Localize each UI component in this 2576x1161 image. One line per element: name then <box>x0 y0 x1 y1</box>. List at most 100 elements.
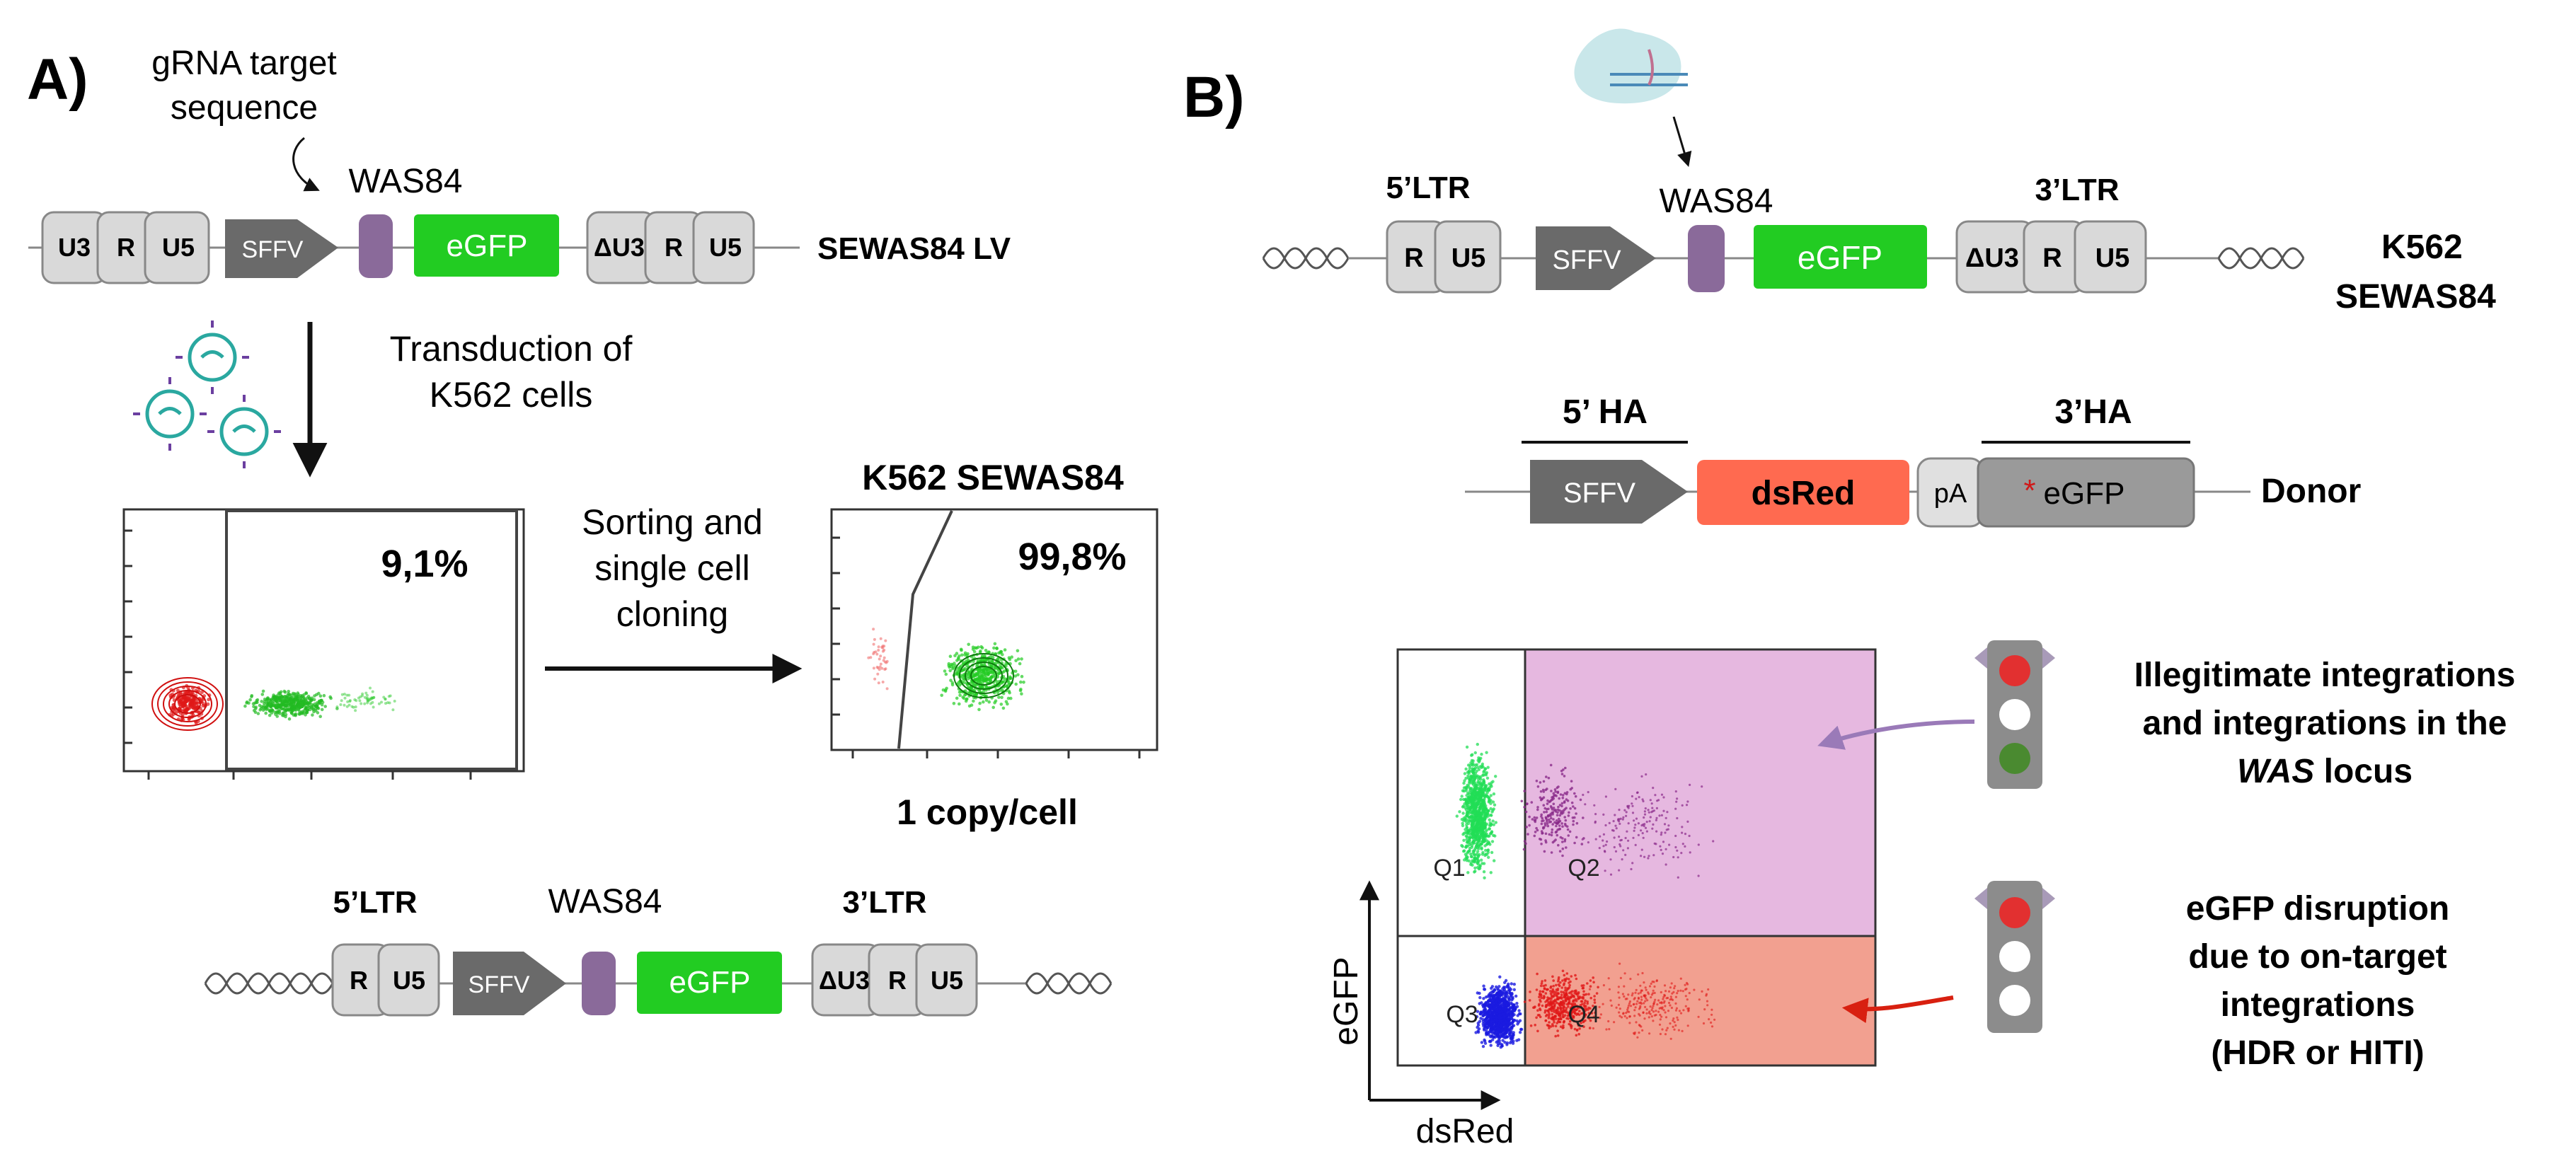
svg-text:U3: U3 <box>58 233 91 262</box>
scatter-dot <box>1483 1038 1486 1042</box>
scatter-dot <box>1674 834 1677 838</box>
scatter-dot <box>1557 843 1560 847</box>
scatter-dot <box>994 666 997 670</box>
scatter-dot <box>1582 993 1585 996</box>
scatter-dot <box>1707 988 1710 991</box>
scatter-dot <box>284 704 288 707</box>
scatter-dot <box>1677 876 1679 879</box>
scatter-dot <box>973 646 977 649</box>
dna-helix-right-a-icon <box>1025 972 1112 995</box>
egfp-box <box>414 214 559 277</box>
scatter-dot <box>1663 984 1667 987</box>
scatter-dot <box>1552 802 1556 806</box>
scatter-dot <box>1465 844 1468 848</box>
scatter-dot <box>1560 802 1564 805</box>
scatter-dot <box>1588 988 1592 990</box>
scatter-dot <box>1552 818 1555 821</box>
scatter-dot <box>877 645 880 649</box>
scatter-dot <box>1629 1005 1633 1007</box>
scatter-dot <box>1540 813 1543 816</box>
scatter-dot <box>1595 992 1599 995</box>
scatter-dot <box>1655 816 1658 819</box>
scatter-dot <box>1587 993 1590 995</box>
scatter-dot <box>280 695 284 699</box>
scatter-dot <box>1652 823 1655 826</box>
scatter-dot <box>1666 811 1669 814</box>
scatter-dot <box>1669 995 1672 998</box>
scatter-dot <box>1557 978 1560 981</box>
construct-name-b-line1: K562 <box>2381 229 2463 266</box>
grna-pointer-arrow <box>292 137 320 192</box>
scatter-dot <box>1466 828 1470 833</box>
svg-text:*: * <box>2023 473 2035 508</box>
scatter-dot <box>1501 1006 1505 1010</box>
scatter-dot <box>1488 834 1491 838</box>
scatter-dot <box>1511 997 1514 1000</box>
scatter-dot <box>1490 985 1495 988</box>
scatter-dot <box>1670 998 1673 1000</box>
scatter-dot <box>1542 780 1546 783</box>
scatter-dot <box>1536 828 1539 832</box>
scatter-dot <box>1507 982 1510 986</box>
scatter-dot <box>256 712 260 715</box>
scatter-dot <box>1464 815 1468 819</box>
scatter-dot <box>1528 815 1531 819</box>
scatter-dot <box>1617 1003 1620 1006</box>
scatter-dot <box>1000 695 1004 700</box>
scatter-dot <box>187 717 191 722</box>
scatter-dot <box>875 652 879 656</box>
scatter-dot <box>1644 995 1647 998</box>
scatter-dot <box>1712 840 1715 843</box>
scatter-dot <box>1519 1012 1522 1016</box>
scatter-dot <box>1565 807 1568 809</box>
scatter-dot <box>1636 791 1639 794</box>
scatter-dot <box>1483 834 1487 838</box>
scatter-dot <box>984 698 989 702</box>
scatter-dot <box>1649 799 1652 802</box>
scatter-dot <box>1572 823 1575 826</box>
scatter-dot <box>1551 823 1554 826</box>
scatter-dot <box>1640 989 1643 992</box>
scatter-dot <box>1562 1024 1565 1027</box>
scatter-dot <box>270 698 273 702</box>
scatter-dot <box>1570 990 1574 993</box>
scatter-dot <box>352 705 355 709</box>
scatter-dot <box>1686 820 1689 823</box>
scatter-dot <box>1673 1028 1676 1031</box>
scatter-dot <box>1631 811 1635 814</box>
scatter-dot <box>1577 1033 1580 1036</box>
scatter-dot <box>297 707 300 712</box>
scatter-dot <box>1464 828 1467 831</box>
dna-helix-right-b-icon <box>2217 247 2305 270</box>
scatter-dot <box>1478 864 1482 867</box>
scatter-dot <box>1476 811 1480 815</box>
scatter-dot <box>881 649 885 653</box>
scatter-dot <box>1634 824 1637 826</box>
scatter-dot <box>1612 820 1615 823</box>
scatter-dot <box>339 703 343 706</box>
scatter-dot <box>1702 1022 1706 1025</box>
scatter-dot <box>1626 1008 1629 1011</box>
scatter-dot <box>247 701 251 705</box>
svg-text:U5: U5 <box>162 233 195 262</box>
scatter-dot <box>1584 1019 1587 1022</box>
scatter-dot <box>1541 832 1543 835</box>
scatter-dot <box>1493 988 1496 992</box>
scatter-dot <box>1464 799 1468 804</box>
scatter-dot <box>1549 814 1552 817</box>
ltr-u5b-box <box>692 211 755 284</box>
scatter-dot <box>1642 836 1645 839</box>
scatter-dot <box>1546 1024 1549 1027</box>
scatter-dot <box>1660 1015 1663 1018</box>
scatter-dot <box>1481 1044 1485 1049</box>
svg-text:U5: U5 <box>2095 243 2130 273</box>
scatter-dot <box>314 704 318 707</box>
scatter-dot <box>1710 1013 1713 1016</box>
scatter-dot <box>354 709 357 712</box>
svg-text:eGFP: eGFP <box>2044 476 2125 511</box>
scatter-dot <box>985 686 989 689</box>
scatter-dot <box>943 689 948 693</box>
scatter-dot <box>192 700 196 704</box>
scatter-dot <box>1618 822 1621 825</box>
scatter-dot <box>1608 821 1611 824</box>
